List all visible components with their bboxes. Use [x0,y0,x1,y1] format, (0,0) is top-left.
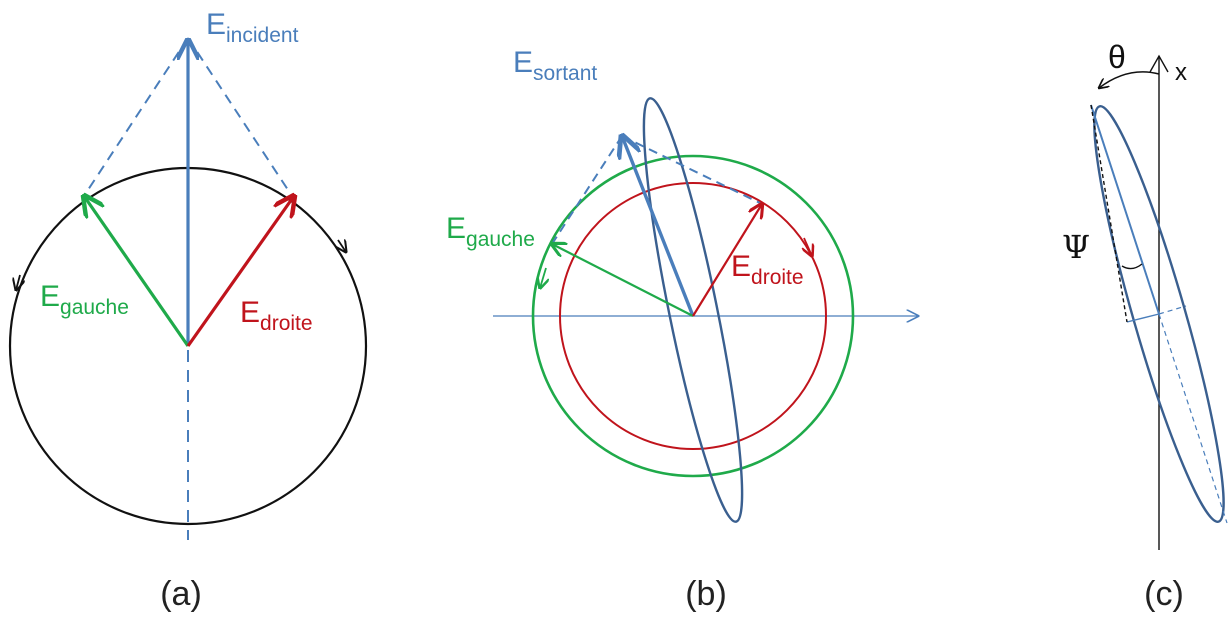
psi-construction-line [1090,104,1128,323]
major-axis-lower [1158,313,1228,524]
rotation-arrow-left-icon [16,274,20,290]
major-axis-upper [1090,104,1160,315]
caption-a: (a) [160,575,202,613]
rotation-arrow-right-icon [338,240,346,252]
rotation-arrow-red-icon [804,237,812,256]
panel-a: Eincident Egauche Edroite (a) [8,8,368,613]
label-theta: θ [1108,39,1126,75]
e-gauche-vector [84,196,190,347]
panel-b: Esortant Egauche Edroite (b) [446,46,918,613]
psi-angle-arc [1121,263,1143,270]
minor-axis-left [1126,313,1160,323]
caption-b: (b) [685,575,727,613]
label-e-gauche: Egauche [40,280,129,319]
rotation-arrow-green-icon [540,267,546,288]
x-axis-arrow-icon [1149,54,1169,73]
label-e-droite: Edroite [240,296,313,335]
label-e-gauche: Egauche [446,212,535,251]
label-psi: Ψ [1062,228,1090,266]
dashed-construction-right [187,37,293,197]
dashed-construction-left [83,37,189,197]
dashed-construction-right [621,135,763,205]
dashed-construction-left [551,135,623,245]
green-circle [531,154,855,478]
red-circle [559,182,827,450]
caption-c: (c) [1144,575,1184,613]
e-sortant-vector [622,136,695,317]
e-droite-vector [186,196,294,347]
theta-angle-arc [1099,71,1160,88]
label-e-sortant: Esortant [513,46,597,85]
polarization-ellipse [642,97,744,523]
minor-axis-right [1158,305,1187,315]
label-e-droite: Edroite [731,250,804,289]
label-e-incident: Eincident [206,8,299,47]
panel-c: θ x Ψ (c) [1062,39,1228,613]
polarization-ellipse [1093,105,1225,523]
e-gauche-vector [552,244,694,317]
e-droite-vector [692,204,762,317]
label-x: x [1175,59,1187,86]
